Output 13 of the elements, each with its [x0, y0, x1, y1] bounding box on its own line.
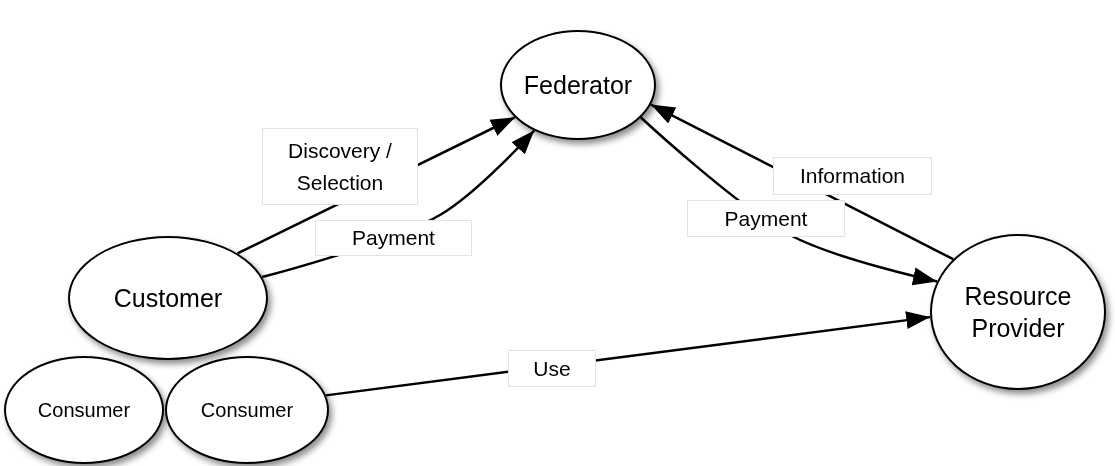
node-label: Federator	[523, 69, 633, 101]
node-label: Consumer	[37, 398, 131, 423]
ellipse-node	[165, 356, 329, 464]
node-label: Customer	[113, 282, 223, 314]
ellipse-node	[500, 30, 656, 140]
ellipse-node	[4, 356, 164, 464]
node-label: Consumer	[200, 398, 294, 423]
edge-label: Information	[773, 157, 932, 195]
edge-label: Payment	[687, 200, 845, 237]
edge-label: Discovery / Selection	[262, 128, 418, 205]
node-label: Resource Provider	[963, 280, 1073, 344]
edge-label: Payment	[315, 220, 472, 256]
edge-label: Use	[508, 350, 596, 387]
